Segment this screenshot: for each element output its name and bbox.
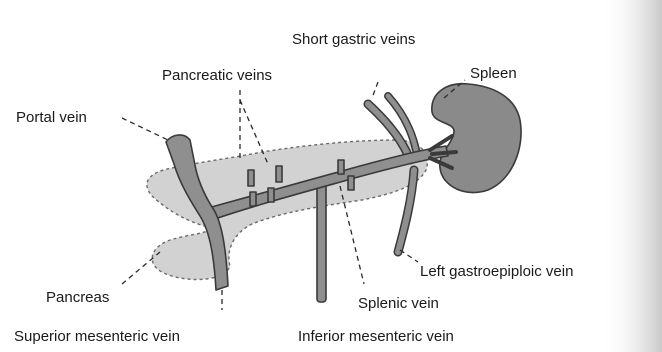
leader-short-gastric-veins <box>372 82 378 98</box>
label-left-gastroepiploic-vein: Left gastroepiploic vein <box>420 263 573 280</box>
pancreatic-tributary-6 <box>348 176 354 190</box>
inferior-mesenteric-vein-shape <box>317 178 326 302</box>
label-pancreas: Pancreas <box>46 289 109 306</box>
leader-left-gastroepiploic-vein <box>400 250 418 262</box>
hilar-branch-2 <box>432 152 456 154</box>
pancreatic-tributary-3 <box>248 170 254 186</box>
label-inferior-mesenteric-vein: Inferior mesenteric vein <box>298 328 454 345</box>
label-pancreatic-veins: Pancreatic veins <box>162 67 272 84</box>
pancreatic-tributary-4 <box>276 166 282 182</box>
page-edge-shadow <box>600 0 662 352</box>
label-superior-mesenteric-vein: Superior mesenteric vein <box>14 328 180 345</box>
label-spleen: Spleen <box>470 65 517 82</box>
label-splenic-vein: Splenic vein <box>358 295 439 312</box>
label-portal-vein: Portal vein <box>16 109 87 126</box>
pancreatic-tributary-2 <box>268 188 274 202</box>
pancreatic-tributary-1 <box>250 192 256 206</box>
pancreatic-tributary-5 <box>338 160 344 174</box>
label-short-gastric-veins: Short gastric veins <box>292 31 415 48</box>
leader-portal-vein <box>122 118 168 140</box>
